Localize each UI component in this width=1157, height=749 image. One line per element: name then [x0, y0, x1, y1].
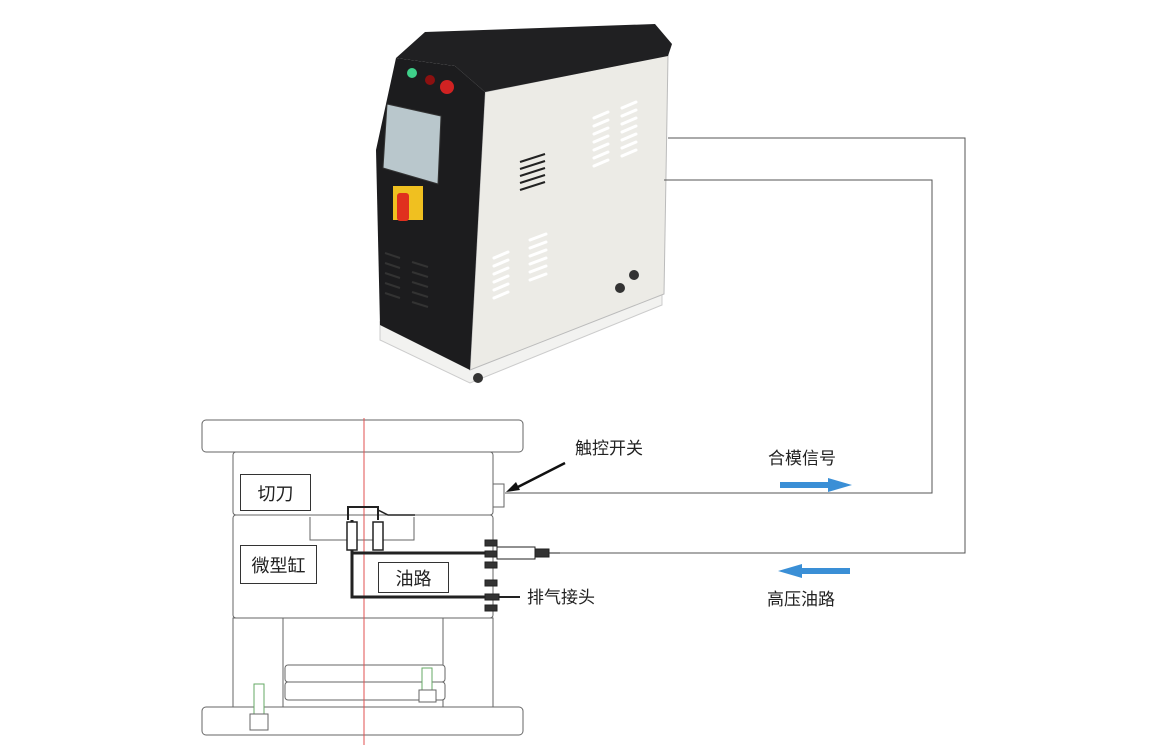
fittings	[484, 539, 560, 612]
caster-wheel	[629, 270, 639, 280]
machine-side-panel	[469, 54, 669, 371]
power-indicator-green-icon	[407, 68, 417, 78]
micro-cylinder-label: 微型缸	[240, 545, 317, 584]
ejector-plate	[284, 664, 446, 683]
oil-path-label: 油路	[378, 562, 449, 593]
bolt	[253, 683, 265, 715]
exhaust-fitting-label: 排气接头	[527, 588, 595, 608]
main-power-switch-handle	[397, 193, 409, 221]
emergency-stop-button-icon	[440, 80, 454, 94]
touch-screen	[382, 103, 442, 185]
front-vents	[384, 252, 429, 308]
signal-line	[505, 179, 933, 494]
ejector-retainer-plate	[284, 681, 446, 701]
speaker-grille	[519, 153, 546, 191]
bolt	[421, 667, 433, 691]
bottom-clamp-plate	[201, 706, 524, 736]
cutter-label: 切刀	[240, 474, 311, 511]
touch-switch	[492, 483, 505, 508]
signal-and-oil-lines	[505, 137, 966, 554]
side-vents	[492, 100, 638, 300]
mold-drawing	[201, 419, 524, 736]
machine-top-lid	[396, 24, 672, 92]
bolt-head	[418, 689, 437, 703]
stop-button-icon	[425, 75, 435, 85]
caster-wheel	[473, 373, 483, 383]
mold-close-signal-arrow-icon	[780, 478, 852, 492]
insert-outline	[309, 517, 415, 541]
high-pressure-oil-arrow-icon	[778, 564, 850, 578]
mold-close-signal-label: 合模信号	[768, 449, 836, 469]
high-pressure-oil-label: 高压油路	[767, 590, 835, 610]
bolt-head	[249, 713, 269, 731]
touch-switch-label: 触控开关	[575, 439, 643, 459]
micro-cylinders	[346, 521, 384, 551]
mold-temperature-controller-machine	[376, 24, 672, 384]
caster-wheel	[615, 283, 625, 293]
top-clamp-plate	[201, 419, 524, 453]
spacer-right	[442, 617, 494, 708]
oil-line	[560, 137, 966, 554]
